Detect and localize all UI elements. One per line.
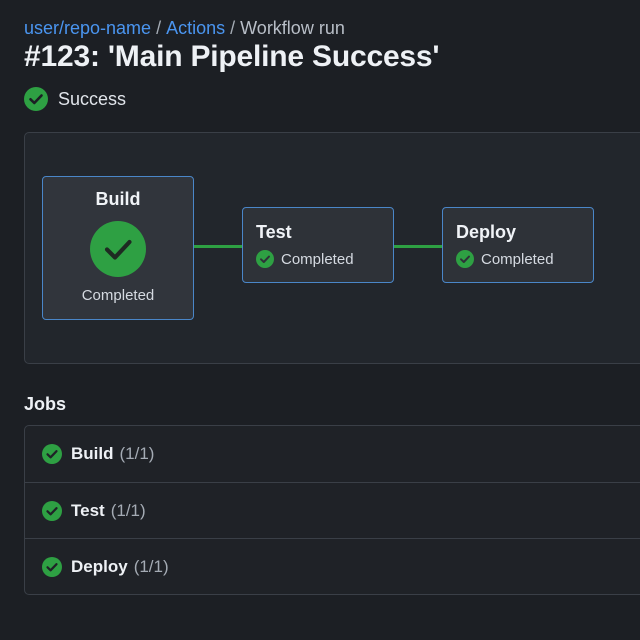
breadcrumb-actions-link[interactable]: Actions bbox=[166, 18, 226, 38]
check-circle-icon bbox=[42, 500, 62, 521]
check-circle-icon bbox=[256, 250, 274, 268]
run-status: Success bbox=[24, 87, 126, 111]
stage-node-status-row: Completed bbox=[456, 250, 554, 268]
stage-connector bbox=[394, 245, 442, 248]
stage-node-test[interactable]: Test Completed bbox=[242, 207, 394, 283]
job-name: Build bbox=[71, 444, 114, 463]
job-name: Deploy bbox=[71, 556, 128, 576]
job-count: (1/1) bbox=[133, 556, 169, 576]
check-circle-icon bbox=[90, 221, 146, 277]
stage-node-build[interactable]: Build Completed bbox=[42, 176, 194, 320]
job-row-deploy[interactable]: Deploy (1/1) bbox=[25, 538, 640, 594]
stage-node-deploy[interactable]: Deploy Completed bbox=[442, 207, 594, 283]
job-name: Test bbox=[71, 500, 105, 520]
check-circle-icon bbox=[456, 250, 474, 268]
breadcrumb-separator: / bbox=[156, 18, 162, 38]
jobs-heading: Jobs bbox=[24, 394, 67, 414]
check-circle-icon bbox=[42, 556, 62, 577]
job-row-test[interactable]: Test (1/1) bbox=[25, 482, 640, 538]
stage-node-status: Completed bbox=[481, 250, 554, 268]
stage-node-title: Build bbox=[95, 189, 141, 209]
job-count: (1/1) bbox=[119, 444, 155, 463]
breadcrumb-repo-link[interactable]: user/repo-name bbox=[24, 18, 152, 38]
check-circle-icon bbox=[42, 444, 62, 464]
breadcrumb-separator: / bbox=[230, 18, 236, 38]
stage-node-status-row: Completed bbox=[256, 250, 354, 268]
stage-node-status: Completed bbox=[81, 287, 155, 304]
breadcrumb-current: Workflow run bbox=[240, 18, 345, 38]
run-status-label: Success bbox=[58, 88, 127, 109]
stage-node-title: Test bbox=[256, 222, 292, 242]
breadcrumb: user/repo-name/Actions/Workflow run bbox=[24, 18, 345, 39]
jobs-list: Build (1/1) Test (1/1) Deploy (1/1) bbox=[24, 425, 640, 595]
check-circle-icon bbox=[24, 87, 48, 111]
job-row-build[interactable]: Build (1/1) bbox=[25, 426, 640, 482]
stage-node-status: Completed bbox=[281, 250, 354, 268]
stage-node-title: Deploy bbox=[456, 222, 517, 242]
page-title: #123: 'Main Pipeline Success' bbox=[24, 40, 440, 73]
job-count: (1/1) bbox=[110, 500, 146, 520]
stage-connector bbox=[194, 245, 242, 248]
